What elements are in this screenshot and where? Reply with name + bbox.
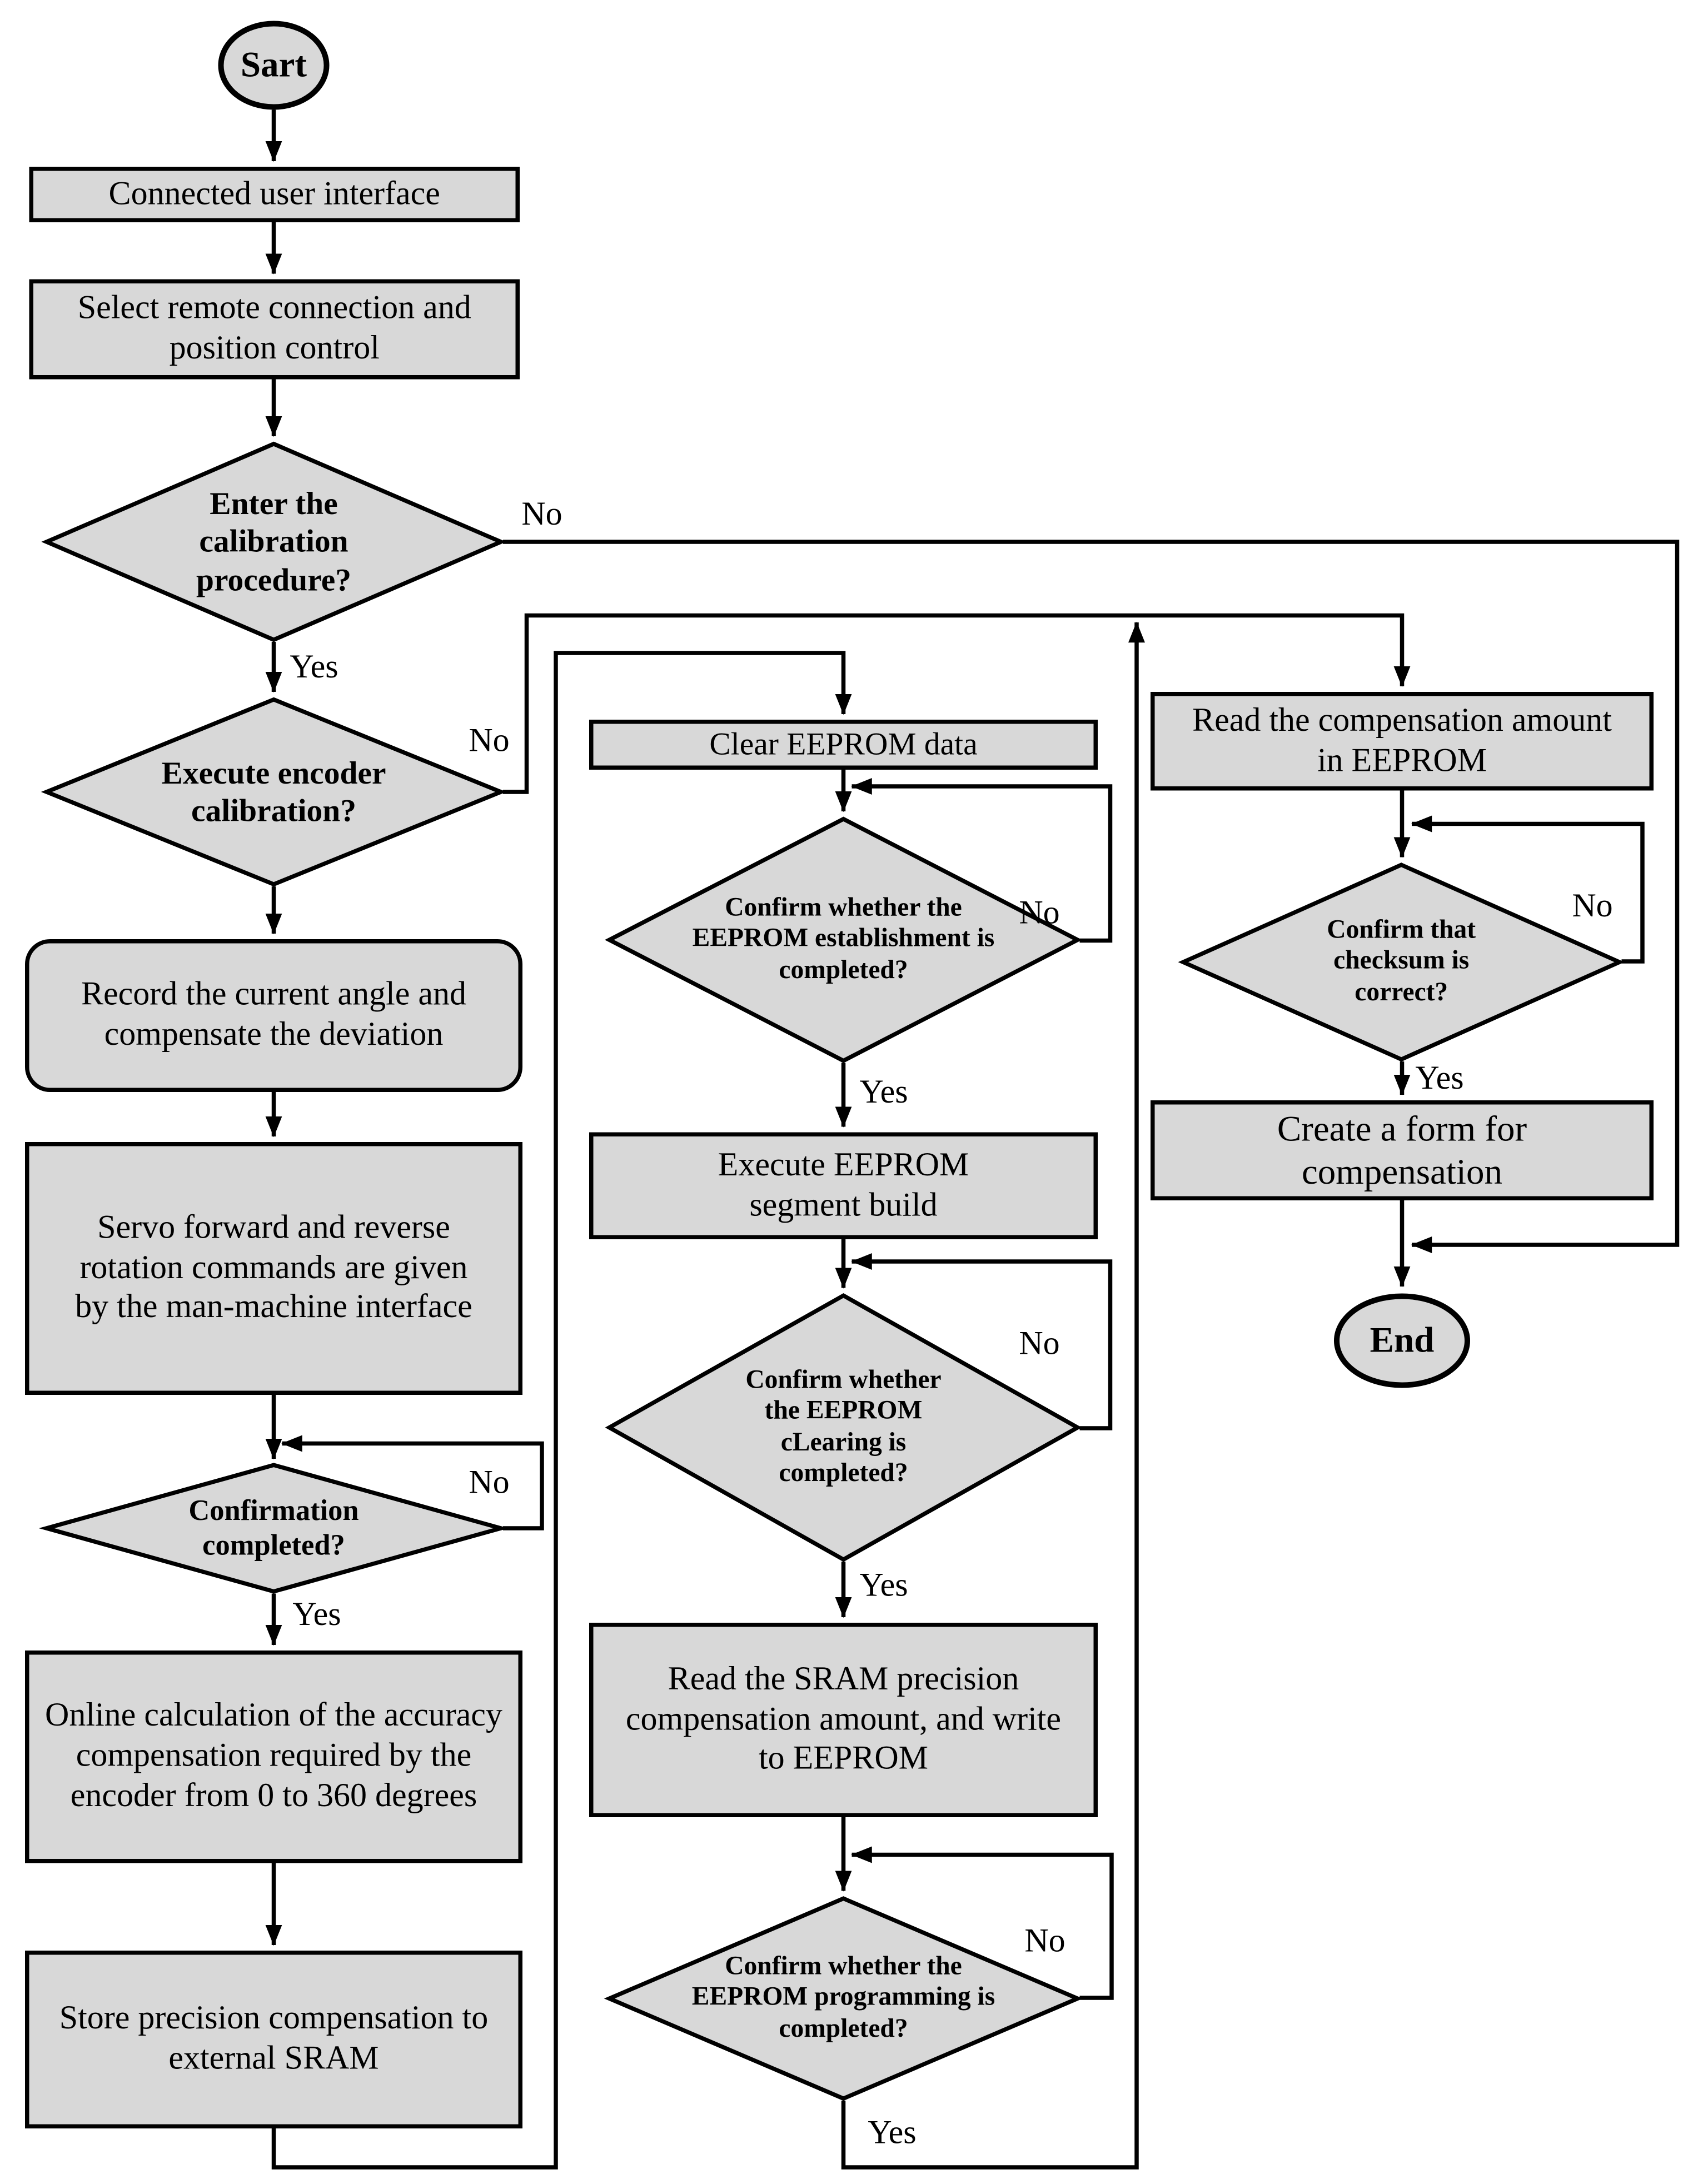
start-label: Sart xyxy=(240,45,307,86)
node-read-compensation: Read the compensation amount in EEPROM xyxy=(1151,692,1654,791)
edge-label-establishment-yes: Yes xyxy=(859,1074,908,1111)
edge-label-programming-yes: Yes xyxy=(868,2115,917,2152)
edge-confirmation-no-loop xyxy=(281,1435,544,1530)
store-precision-label: Store precision compensation to external… xyxy=(59,2001,489,2077)
edge-label-clearing-yes: Yes xyxy=(859,1568,908,1604)
edge-programming-yes-return xyxy=(841,621,1145,2170)
node-segment-build: Execute EEPROM segment build xyxy=(589,1132,1098,1239)
checksum-diamond-shape xyxy=(1178,862,1625,1062)
read-compensation-label: Read the compensation amount in EEPROM xyxy=(1192,702,1612,779)
record-angle-label: Record the current angle and compensate … xyxy=(81,977,467,1053)
node-clear-eeprom: Clear EEPROM data xyxy=(589,720,1098,770)
node-record-angle: Record the current angle and compensate … xyxy=(25,939,522,1092)
edge-label-enter-yes: Yes xyxy=(290,649,338,686)
node-connected-user-interface: Connected user interface xyxy=(29,167,520,222)
confirmation-completed-diamond-shape xyxy=(38,1463,509,1594)
servo-commands-label: Servo forward and reverse rotation comma… xyxy=(75,1209,472,1326)
edge-clearing-no-loop xyxy=(851,1253,1113,1430)
edge-store-to-clear xyxy=(271,651,852,2170)
clear-eeprom-label: Clear EEPROM data xyxy=(709,727,978,762)
edge-enter-no xyxy=(503,540,1680,1253)
execute-encoder-diamond-shape xyxy=(41,697,507,887)
edge-label-clearing-no: No xyxy=(1019,1326,1060,1363)
node-store-precision: Store precision compensation to external… xyxy=(25,1951,522,2128)
create-form-label: Create a form for compensation xyxy=(1277,1108,1527,1192)
end-label: End xyxy=(1370,1320,1435,1361)
connected-user-interface-label: Connected user interface xyxy=(108,176,440,212)
enter-calibration-diamond-shape xyxy=(41,441,506,642)
select-remote-label: Select remote connection and position co… xyxy=(77,291,471,367)
edge-label-confirmation-no: No xyxy=(469,1465,510,1502)
edge-label-checksum-yes: Yes xyxy=(1415,1060,1464,1097)
edge-label-confirmation-yes: Yes xyxy=(292,1597,341,1633)
edge-label-encoder-no: No xyxy=(469,723,510,760)
node-online-calculation: Online calculation of the accuracy compe… xyxy=(25,1651,522,1863)
edge-establishment-no-loop xyxy=(851,778,1113,943)
edge-encoder-no xyxy=(503,613,1411,794)
edge-label-checksum-no: No xyxy=(1572,888,1613,925)
edge-checksum-no-loop xyxy=(1411,815,1645,964)
read-sram-label: Read the SRAM precision compensation amo… xyxy=(625,1661,1062,1778)
node-create-form: Create a form for compensation xyxy=(1151,1100,1654,1200)
node-read-sram: Read the SRAM precision compensation amo… xyxy=(589,1623,1098,1817)
eeprom-establishment-diamond-shape xyxy=(605,816,1082,1063)
eeprom-programming-diamond-shape xyxy=(604,1896,1083,2101)
edge-label-enter-no: No xyxy=(521,496,562,533)
node-servo-commands: Servo forward and reverse rotation comma… xyxy=(25,1142,522,1395)
segment-build-label: Execute EEPROM segment build xyxy=(718,1147,969,1224)
node-select-remote: Select remote connection and position co… xyxy=(29,279,520,380)
node-start: Sart xyxy=(218,21,330,110)
online-calculation-label: Online calculation of the accuracy compe… xyxy=(45,1698,502,1814)
eeprom-clearing-diamond-shape xyxy=(605,1293,1082,1562)
edge-label-establishment-no: No xyxy=(1019,895,1060,932)
edge-programming-no-loop xyxy=(851,1846,1114,2000)
edge-label-programming-no: No xyxy=(1024,1923,1065,1960)
node-end: End xyxy=(1334,1293,1470,1388)
